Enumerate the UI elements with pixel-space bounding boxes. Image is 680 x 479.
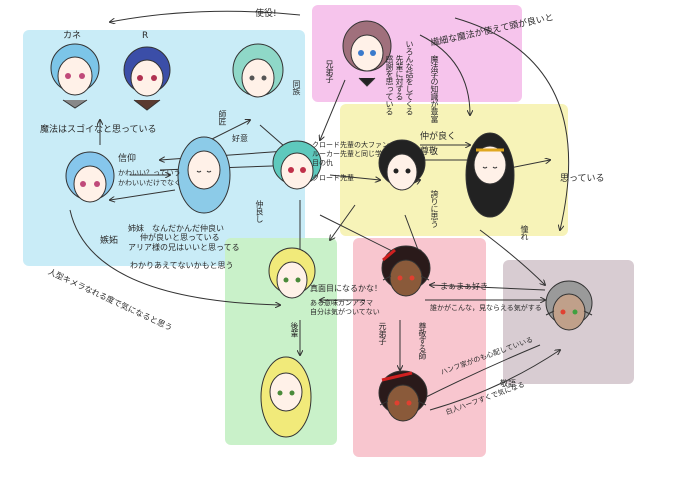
character-blonde xyxy=(263,243,321,318)
label-bottom-right-3: 敬語 xyxy=(500,379,516,388)
label-vert-b: 師匠 xyxy=(218,110,227,125)
name-tag-r: R xyxy=(142,31,149,41)
label-cute-2: かわいいだけでなく xyxy=(118,179,181,187)
label-jealous: 嫉妬 xyxy=(100,236,119,246)
character-long-hair xyxy=(173,135,235,220)
label-right-3: 感謝を思っている xyxy=(385,55,394,115)
label-cute: かわいい？っていう xyxy=(118,169,181,177)
label-serious-2: ある意味ガンアタマ xyxy=(310,299,373,307)
character-dark-elf-2 xyxy=(372,365,434,445)
label-center-5: クロード先輩 xyxy=(312,174,354,182)
label-right-2: 先輩に対する xyxy=(395,55,404,100)
label-vert-d: 仲良し xyxy=(255,200,264,223)
label-close-friends: 仲が良く xyxy=(420,132,457,142)
character-old-teal xyxy=(228,40,288,115)
label-serious-3: 自分は気がついてない xyxy=(310,308,380,316)
label-center-3: 目の仇 xyxy=(312,159,333,167)
arrow-top-right xyxy=(454,17,570,230)
name-tag-kane: カネ xyxy=(63,31,82,41)
label-fan: まぁまぁ好き xyxy=(440,282,488,291)
character-dark-elf-1 xyxy=(375,240,437,318)
label-respect: 尊敬 xyxy=(420,147,439,157)
label-right-1: いろんな話をしてくる xyxy=(405,40,414,115)
arrow-pink-down xyxy=(419,34,470,115)
label-center-1: クロード先輩の大ファン xyxy=(312,141,389,149)
character-long-black xyxy=(460,130,520,225)
label-top-arrow: 使役! xyxy=(255,9,277,19)
character-r xyxy=(118,42,176,112)
character-pink-girl xyxy=(337,16,397,88)
character-center-teal xyxy=(267,135,327,207)
label-mid-left-1: 好意 xyxy=(232,134,248,143)
label-faith: 信仰 xyxy=(118,154,137,164)
label-serious: 真面目になるかな！ xyxy=(310,284,382,293)
character-kane xyxy=(45,40,105,110)
label-vert-f: 元弟子 xyxy=(378,322,387,345)
label-sibling-note-4: わかりあえてないかもと思う xyxy=(130,261,234,270)
zone-yellow xyxy=(340,104,568,236)
label-top-right-2: 思っている xyxy=(560,174,605,184)
label-vert-c: 同族 xyxy=(292,80,301,95)
arrow-top-left xyxy=(110,10,301,22)
label-vert-a: 兄弟子 xyxy=(325,60,334,83)
label-sibling-note: 姉妹 なんだかんだ仲良い xyxy=(128,224,224,233)
label-admire: 憧れ xyxy=(520,225,529,240)
character-silver xyxy=(538,275,600,355)
label-vert-e: 後輩 xyxy=(290,322,299,337)
label-sibling-note-3: 仲が良いと思っている xyxy=(140,233,220,242)
character-blue-left xyxy=(60,148,120,220)
label-not-cool: 誰かがこんな，見ならえる気がする xyxy=(430,304,542,312)
label-pride: 誇りに思う xyxy=(430,190,439,228)
character-black-hair xyxy=(373,135,431,210)
label-sibling-note-2: アリア様の兄はいいと思ってる xyxy=(128,243,240,252)
label-center-2: ルーカー先輩と同じ学 xyxy=(312,150,382,158)
character-blonde-long xyxy=(255,355,317,440)
label-right-4: 魔法学の知識が豊富 xyxy=(430,55,439,123)
label-vert-g: 尊敬する師 xyxy=(418,322,427,360)
label-magic-great: 魔法はスゴイなと思っている xyxy=(40,125,157,135)
